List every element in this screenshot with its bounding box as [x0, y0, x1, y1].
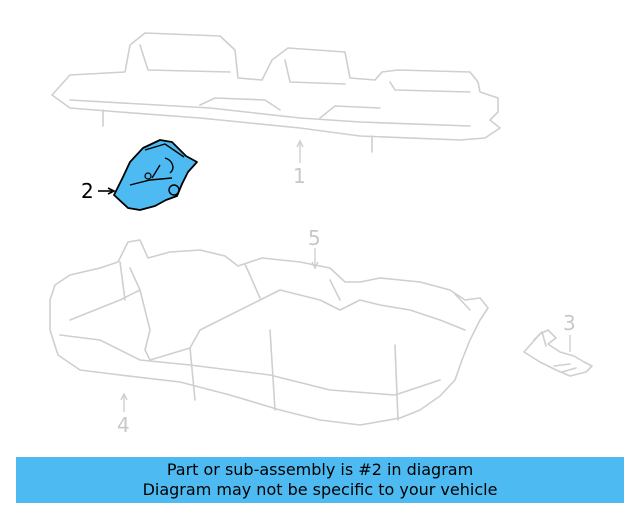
leader-4-arrow	[120, 392, 128, 401]
banner-line-2: Diagram may not be specific to your vehi…	[142, 480, 498, 499]
part-4-seat-cushion[interactable]	[49, 239, 489, 426]
diagram-notice-banner: Part or sub-assembly is #2 in diagram Di…	[16, 457, 624, 503]
callout-2[interactable]: 2	[81, 179, 94, 203]
part-1-seat-back-frame[interactable]	[51, 32, 501, 153]
part-2-seat-bracket[interactable]	[113, 139, 198, 211]
parts-diagram: 1 2 3 4 5	[49, 32, 593, 437]
part-3-clip[interactable]	[523, 329, 593, 377]
banner-line-1: Part or sub-assembly is #2 in diagram	[166, 460, 474, 479]
leader-1-arrow	[296, 139, 304, 148]
callout-3[interactable]: 3	[563, 311, 576, 335]
callout-5[interactable]: 5	[308, 226, 321, 250]
callout-1[interactable]: 1	[293, 164, 306, 188]
leader-5-arrow	[311, 261, 319, 270]
leader-2-arrow	[107, 187, 116, 195]
callout-4[interactable]: 4	[117, 413, 130, 437]
